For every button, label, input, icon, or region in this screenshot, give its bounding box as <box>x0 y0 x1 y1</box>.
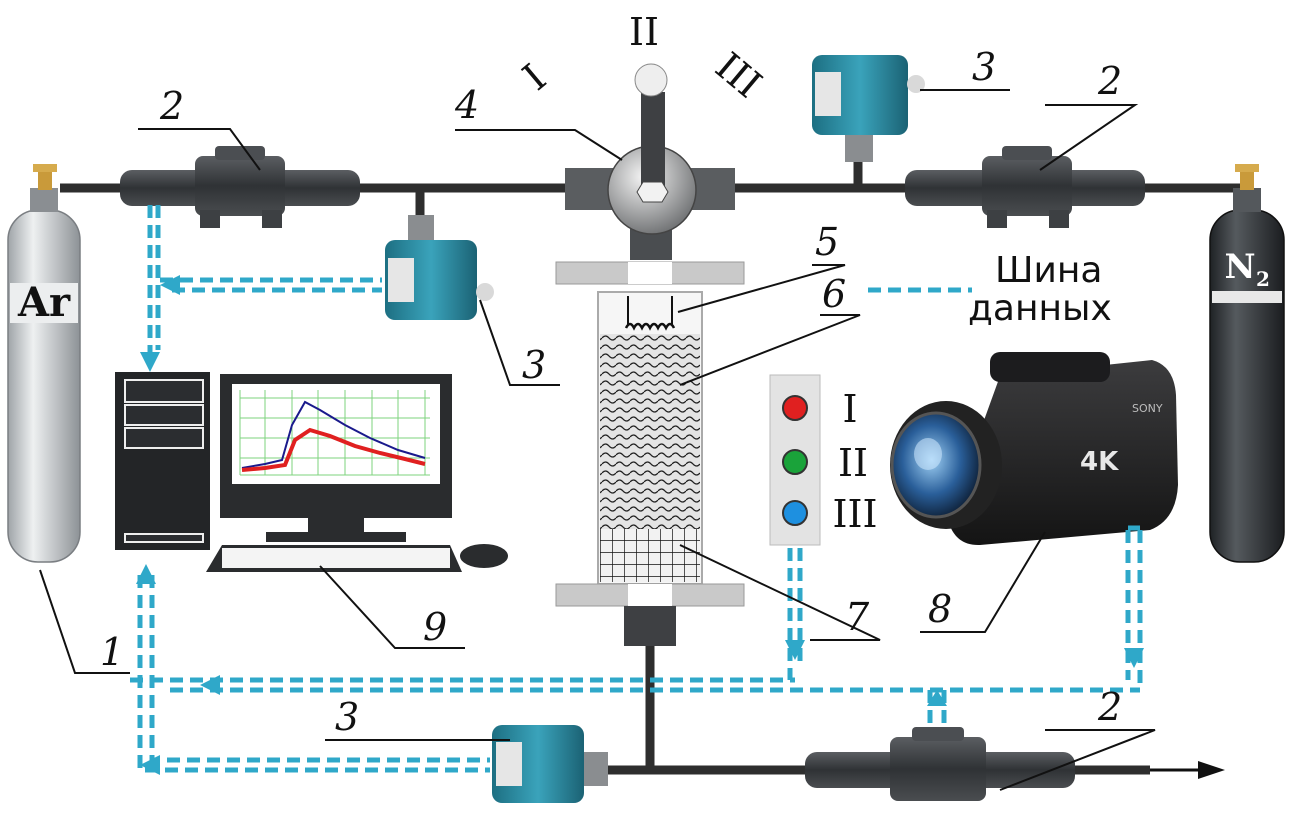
label-8: 8 <box>928 587 952 631</box>
label-3-bottom: 3 <box>335 695 359 739</box>
indicator-light-II <box>782 449 808 475</box>
argon-label: Ar <box>17 279 71 326</box>
label-2-left: 2 <box>159 84 184 128</box>
reactor-column <box>555 261 745 646</box>
label-7: 7 <box>845 595 870 639</box>
camera-brand: SONY <box>1132 402 1163 415</box>
legend-line2: данных <box>968 288 1112 329</box>
leader-lines <box>39 89 1156 791</box>
data-bus <box>130 205 1144 775</box>
valve-position-II: II <box>629 10 659 54</box>
three-way-valve <box>565 63 735 260</box>
video-camera: 4K SONY <box>890 352 1178 546</box>
indicator-label-II: II <box>838 441 868 485</box>
indicator-label-I: I <box>842 387 857 431</box>
label-5: 5 <box>815 220 839 264</box>
label-2-right: 2 <box>1097 59 1122 103</box>
nitrogen-subscript: 2 <box>1256 267 1270 291</box>
pressure-sensor-top <box>812 55 925 162</box>
flow-controller-right <box>905 146 1145 228</box>
legend-line1: Шина <box>995 250 1103 291</box>
camera-4k-badge: 4K <box>1080 447 1119 477</box>
argon-label-band <box>10 283 78 323</box>
argon-cylinder: Ar <box>7 164 81 563</box>
valve-position-III: III <box>707 44 770 107</box>
label-3-top: 3 <box>972 45 996 89</box>
flow-controller-left <box>120 146 360 228</box>
indicator-light-III <box>782 500 808 526</box>
indicator-label-III: III <box>832 492 877 536</box>
legend: Шина данных <box>868 250 1112 329</box>
label-1: 1 <box>100 630 124 674</box>
valve-position-I: I <box>514 56 554 99</box>
reactor-bed <box>600 334 700 529</box>
mouse <box>460 544 508 568</box>
flow-controller-bottom <box>805 727 1075 801</box>
screen-plot-line-blue <box>241 400 426 469</box>
label-9: 9 <box>423 605 447 649</box>
label-6: 6 <box>822 272 846 316</box>
indicator-light-I <box>782 395 808 421</box>
computer <box>115 372 508 572</box>
nitrogen-label: N <box>1224 247 1255 287</box>
heater-spiral <box>624 322 676 331</box>
reactor-grid <box>600 529 700 582</box>
label-2-bottom: 2 <box>1097 685 1122 729</box>
pressure-sensor-bottom <box>492 725 608 803</box>
nitrogen-cylinder: N 2 <box>1209 164 1285 563</box>
label-3-left: 3 <box>522 343 546 387</box>
indicator-panel: I II III <box>769 374 878 546</box>
label-4: 4 <box>454 83 479 127</box>
pressure-sensor-left <box>385 215 494 320</box>
outlet-arrow <box>1150 761 1225 779</box>
screen-plot-line-red <box>241 427 426 472</box>
